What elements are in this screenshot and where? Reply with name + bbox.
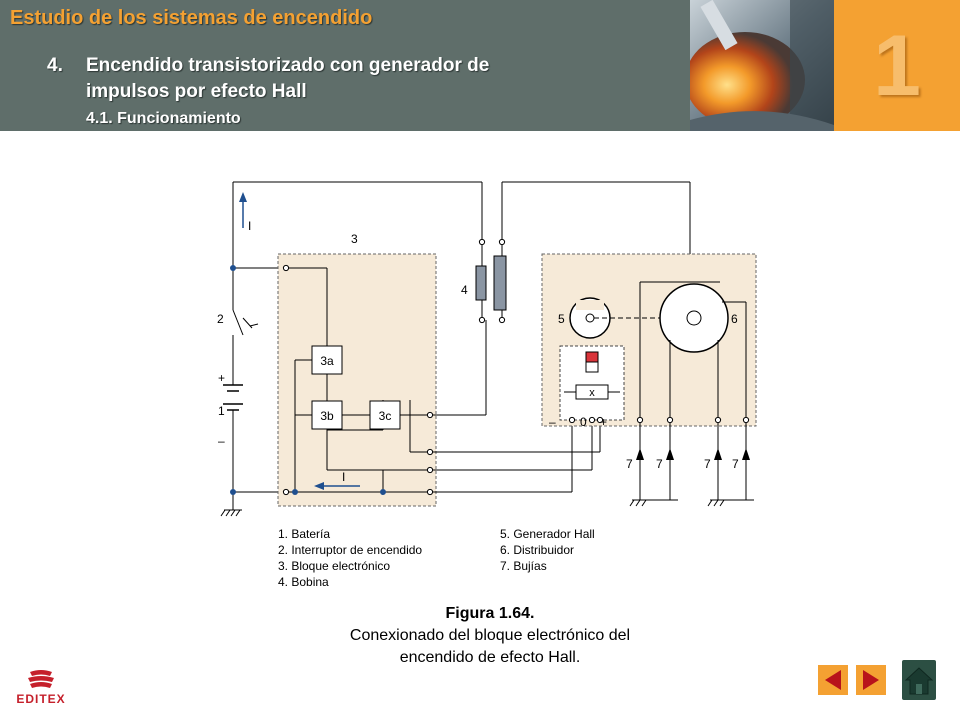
label-spark-2: 7 <box>656 457 663 471</box>
logo-text: EDITEX <box>16 692 66 706</box>
svg-text:3a: 3a <box>320 354 334 368</box>
figure-caption: Figura 1.64. Conexionado del bloque elec… <box>290 603 690 669</box>
label-hall-plus: + <box>600 415 607 429</box>
hall-magnet-white <box>585 361 599 373</box>
section-title-line1: Encendido transistorizado con generador … <box>86 55 490 76</box>
diagram-labels: I 3 2 + 1 – 4 5 6 I – 0 + 7 7 7 7 <box>217 219 739 484</box>
left-wires <box>232 181 691 510</box>
arrow-right-icon <box>863 670 879 690</box>
editex-logo: EDITEX <box>8 668 74 712</box>
label-hall: 5 <box>558 312 565 326</box>
legend-item: 2. Interruptor de encendido <box>278 543 422 557</box>
spark-plug-arrows <box>636 448 750 460</box>
caption-line1: Conexionado del bloque electrónico del <box>349 627 631 644</box>
sub-block-3a: 3a <box>311 345 343 375</box>
sub-block-3c: 3c <box>369 400 401 430</box>
svg-text:3c: 3c <box>379 409 392 423</box>
legend-left: 1. Batería 2. Interruptor de encendido 3… <box>278 527 422 589</box>
label-plus: + <box>218 371 225 385</box>
label-current-top: I <box>248 219 251 233</box>
label-minus: – <box>218 434 225 448</box>
label-distributor: 6 <box>731 312 738 326</box>
current-arrow-top <box>239 192 247 228</box>
next-button[interactable] <box>856 665 886 695</box>
hall-generator <box>569 297 670 339</box>
junction-dots <box>230 265 386 495</box>
block-terminals <box>282 238 506 496</box>
legend-item: 3. Bloque electrónico <box>278 559 390 573</box>
label-hall-minus: – <box>549 415 556 429</box>
chapter-badge: 1 <box>834 0 960 131</box>
label-hall-zero: 0 <box>580 415 587 429</box>
ignition-flame-image <box>690 0 834 131</box>
chapter-number: 1 <box>873 18 921 114</box>
distributor <box>639 281 747 420</box>
legend-item: 5. Generador Hall <box>500 527 595 541</box>
home-button[interactable] <box>902 660 936 700</box>
section-number: 4. <box>47 55 63 76</box>
ground-symbols-right <box>629 499 754 507</box>
hall-magnet-red <box>585 351 599 363</box>
editex-logo-mark <box>28 670 54 688</box>
legend-item: 6. Distribuidor <box>500 543 574 557</box>
hall-ignition-wiring-diagram: 3a 3b 3c <box>217 181 757 589</box>
ground-symbol-left <box>220 509 242 517</box>
battery-symbol <box>223 384 243 411</box>
section-title-line2: impulsos por efecto Hall <box>86 81 307 102</box>
label-block: 3 <box>351 232 358 246</box>
label-ground: 1 <box>218 404 225 418</box>
label-spark-3: 7 <box>704 457 711 471</box>
current-arrow-bottom <box>314 482 360 490</box>
subsection-title: 4.1. Funcionamiento <box>86 110 241 127</box>
arrow-left-icon <box>825 670 841 690</box>
previous-button[interactable] <box>818 665 848 695</box>
distributor-terminals <box>568 416 750 424</box>
label-spark-1: 7 <box>626 457 633 471</box>
caption-line2: encendido de efecto Hall. <box>399 649 581 666</box>
ignition-coil <box>475 255 507 311</box>
label-current-bottom: I <box>342 470 345 484</box>
ignition-switch <box>232 309 259 336</box>
hall-wires <box>430 320 601 493</box>
course-title: Estudio de los sistemas de encendido <box>10 7 373 29</box>
svg-text:3b: 3b <box>320 409 334 423</box>
svg-text:x: x <box>589 387 595 399</box>
legend-item: 7. Bujías <box>500 559 547 573</box>
home-icon <box>904 667 934 695</box>
sub-block-3b: 3b <box>311 400 343 430</box>
figure-number: Figura 1.64. <box>445 605 535 622</box>
legend-item: 1. Batería <box>278 527 330 541</box>
hall-chip: x <box>564 384 620 400</box>
label-spark-4: 7 <box>732 457 739 471</box>
label-switch: 2 <box>217 312 224 326</box>
electronic-block <box>277 253 437 507</box>
label-coil: 4 <box>461 283 468 297</box>
legend-item: 4. Bobina <box>278 575 329 589</box>
legend-right: 5. Generador Hall 6. Distribuidor 7. Buj… <box>500 527 595 573</box>
